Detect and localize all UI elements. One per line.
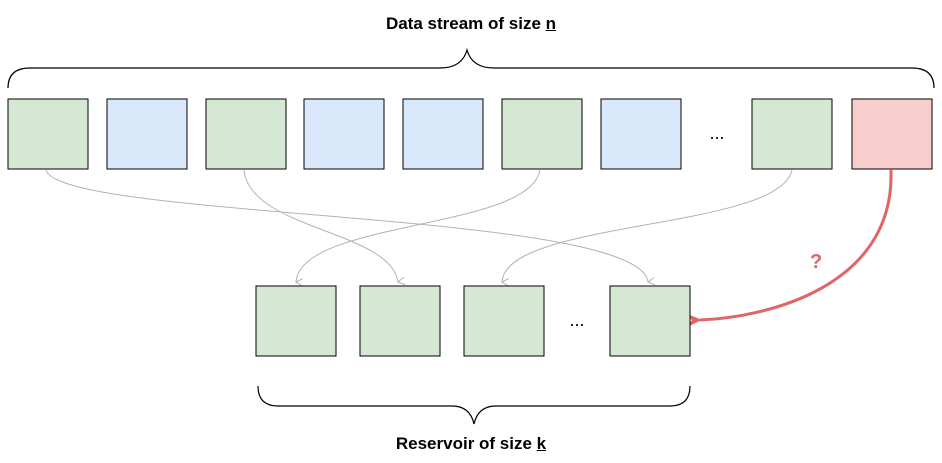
- stream-items: ...: [7, 98, 933, 170]
- stream-item-red: [851, 98, 933, 170]
- reservoir-items: ...: [255, 285, 691, 357]
- stream-item-green: [7, 98, 89, 170]
- stream-title: Data stream of size n: [0, 14, 942, 34]
- reservoir-item-green: [463, 285, 545, 357]
- new-item-arrow: [685, 169, 893, 328]
- stream-item-green: [205, 98, 287, 170]
- stream-item-blue: [106, 98, 188, 170]
- stream-item-green: [751, 98, 833, 170]
- stream-brace: [7, 47, 935, 89]
- reservoir-item-green: [255, 285, 337, 357]
- sample-arrow-1: [45, 169, 648, 282]
- stream-item-blue: [600, 98, 682, 170]
- reservoir-ellipsis: ...: [569, 310, 584, 330]
- stream-item-blue: [402, 98, 484, 170]
- sample-arrow-2: [243, 169, 398, 282]
- reservoir-item-green: [359, 285, 441, 357]
- reservoir-title-text: Reservoir of size: [395, 434, 537, 453]
- stream-title-text: Data stream of size: [385, 14, 546, 33]
- sample-arrow-3: [296, 169, 541, 282]
- reservoir-size-variable: k: [536, 434, 547, 453]
- reservoir-title: Reservoir of size k: [0, 434, 942, 454]
- stream-ellipsis: ...: [709, 123, 724, 143]
- sample-arrow-4: [502, 169, 793, 282]
- reservoir-brace: [257, 385, 691, 425]
- reservoir-item-green: [609, 285, 691, 357]
- stream-item-green: [501, 98, 583, 170]
- stream-item-blue: [303, 98, 385, 170]
- question-mark-label: ?: [810, 251, 822, 273]
- stream-size-variable: n: [545, 14, 557, 33]
